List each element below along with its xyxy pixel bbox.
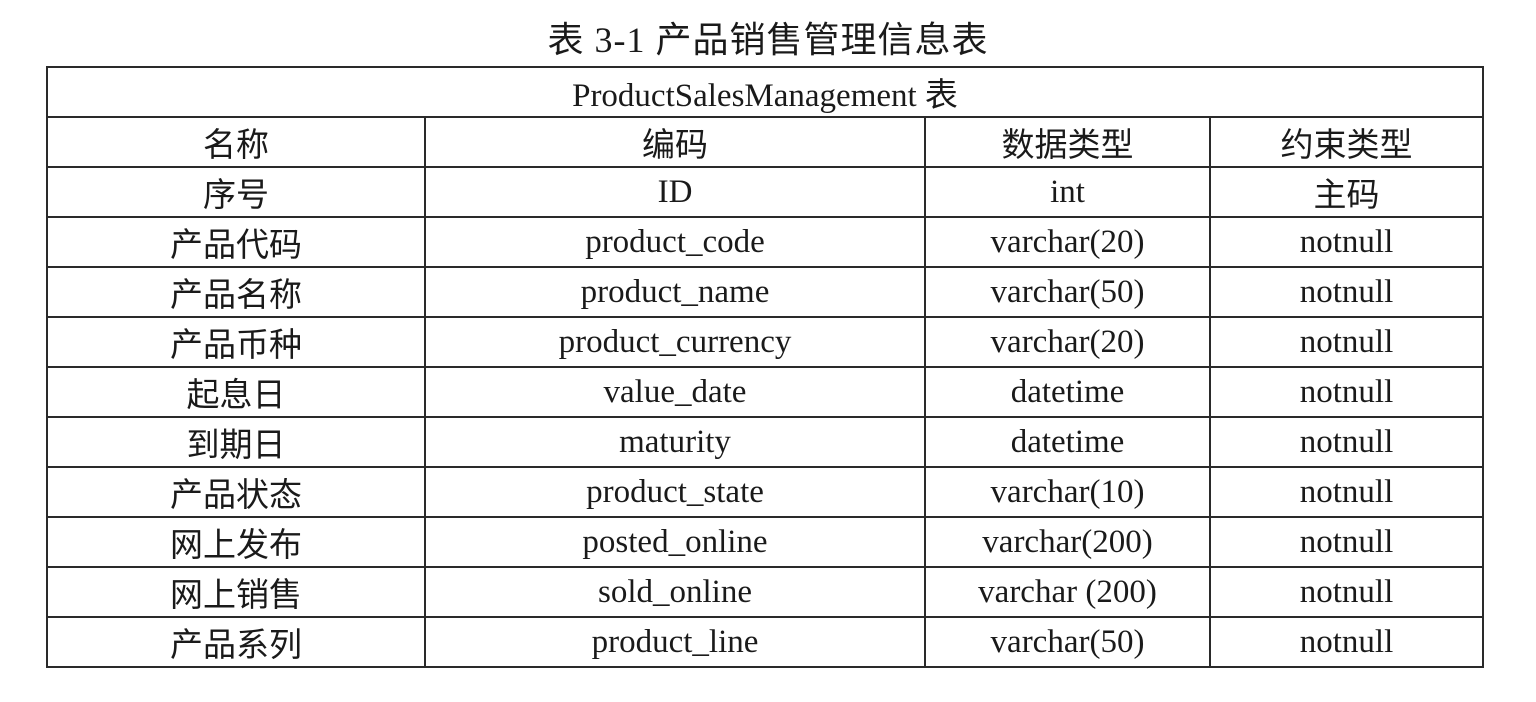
cell-constraint: notnull <box>1208 266 1485 318</box>
cell-name: 起息日 <box>46 366 426 418</box>
cell-code: product_currency <box>424 316 926 368</box>
cell-constraint: notnull <box>1208 316 1485 368</box>
header-code: 编码 <box>424 116 926 168</box>
cell-name: 产品状态 <box>46 466 426 518</box>
cell-data-type: varchar(10) <box>924 466 1211 518</box>
table-row: 产品名称 product_name varchar(50) notnull <box>46 266 1485 318</box>
cell-data-type: datetime <box>924 366 1211 418</box>
cell-data-type: int <box>924 166 1211 218</box>
cell-name: 网上销售 <box>46 566 426 618</box>
product-sales-table: ProductSalesManagement 表 名称 编码 数据类型 约束类型… <box>45 66 1485 668</box>
table-title: ProductSalesManagement 表 <box>45 66 1485 118</box>
cell-data-type: varchar (200) <box>924 566 1211 618</box>
cell-constraint: 主码 <box>1208 166 1485 218</box>
cell-code: product_state <box>424 466 926 518</box>
cell-data-type: varchar(200) <box>924 516 1211 568</box>
cell-constraint: notnull <box>1208 216 1485 268</box>
cell-data-type: datetime <box>924 416 1211 468</box>
cell-code: value_date <box>424 366 926 418</box>
cell-data-type: varchar(50) <box>924 266 1211 318</box>
table-row: 产品代码 product_code varchar(20) notnull <box>46 216 1485 268</box>
table-title-row: ProductSalesManagement 表 <box>45 66 1485 118</box>
cell-name: 产品代码 <box>46 216 426 268</box>
cell-name: 序号 <box>46 166 426 218</box>
cell-name: 网上发布 <box>46 516 426 568</box>
cell-constraint: notnull <box>1208 566 1485 618</box>
table-row: 序号 ID int 主码 <box>46 166 1485 218</box>
cell-constraint: notnull <box>1208 416 1485 468</box>
cell-name: 到期日 <box>46 416 426 468</box>
table-row: 起息日 value_date datetime notnull <box>46 366 1485 418</box>
cell-code: maturity <box>424 416 926 468</box>
table-row: 产品状态 product_state varchar(10) notnull <box>46 466 1485 518</box>
cell-constraint: notnull <box>1208 466 1485 518</box>
table-row: 网上销售 sold_online varchar (200) notnull <box>46 566 1485 618</box>
cell-data-type: varchar(20) <box>924 316 1211 368</box>
cell-name: 产品币种 <box>46 316 426 368</box>
table-header-row: 名称 编码 数据类型 约束类型 <box>46 116 1485 168</box>
cell-data-type: varchar(20) <box>924 216 1211 268</box>
header-constraint-type: 约束类型 <box>1208 116 1485 168</box>
cell-code: sold_online <box>424 566 926 618</box>
cell-data-type: varchar(50) <box>924 616 1211 668</box>
cell-name: 产品名称 <box>46 266 426 318</box>
cell-constraint: notnull <box>1208 616 1485 668</box>
cell-code: product_name <box>424 266 926 318</box>
table-caption: 表 3-1 产品销售管理信息表 <box>547 20 989 60</box>
cell-constraint: notnull <box>1208 366 1485 418</box>
cell-code: product_line <box>424 616 926 668</box>
header-data-type: 数据类型 <box>924 116 1211 168</box>
cell-code: product_code <box>424 216 926 268</box>
table-row: 到期日 maturity datetime notnull <box>46 416 1485 468</box>
table-row: 产品系列 product_line varchar(50) notnull <box>46 616 1485 668</box>
cell-name: 产品系列 <box>46 616 426 668</box>
table-row: 产品币种 product_currency varchar(20) notnul… <box>46 316 1485 368</box>
cell-constraint: notnull <box>1208 516 1485 568</box>
table-row: 网上发布 posted_online varchar(200) notnull <box>46 516 1485 568</box>
cell-code: ID <box>424 166 926 218</box>
header-name: 名称 <box>46 116 426 168</box>
cell-code: posted_online <box>424 516 926 568</box>
